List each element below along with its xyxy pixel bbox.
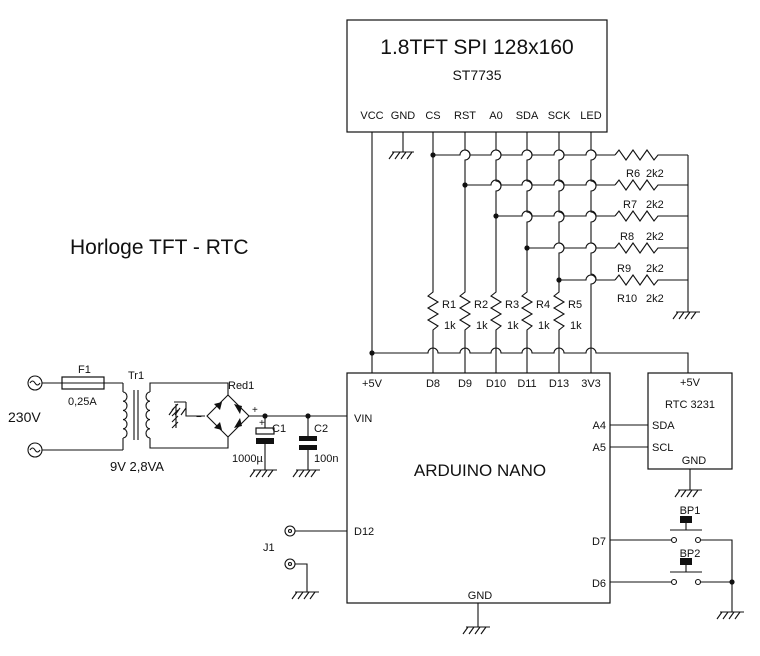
series-resistors: R6 2k2 R7 2k2 R8 2k2 R9 2k2 R10 2k2 [614,149,700,320]
power-supply: 230V F1 0,25A Tr1 9V 2,8VA Red1 − + + C1… [8,364,347,478]
tft-pin-sck: SCK [548,110,571,122]
arduino-pin-d10: D10 [486,378,506,390]
transformer-ref: Tr1 [128,370,144,382]
arduino-pin-d9: D9 [458,378,472,390]
r3-value: 1k [507,320,519,332]
rtc-pin-sda: SDA [652,420,675,432]
fuse-value: 0,25A [68,396,97,408]
arduino-pin-d6: D6 [592,578,606,590]
rtc-pin-vcc: +5V [680,377,701,389]
push-buttons: BP1 BP2 [610,505,744,620]
r8-value: 2k2 [646,231,664,243]
rtc-pin-scl: SCL [652,442,673,454]
rtc-module: +5V RTC 3231 SDA SCL GND [610,372,733,498]
rtc-pin-gnd: GND [682,455,707,467]
arduino-pin-d13: D13 [549,378,569,390]
schematic-title: Horloge TFT - RTC [70,236,249,259]
fuse-ref: F1 [78,364,91,376]
tft-pin-cs: CS [425,110,440,122]
r3-ref: R3 [505,299,519,311]
c2-value: 100n [314,453,338,465]
bridge-minus-mark: − [196,412,202,423]
r9-ref: R9 [617,263,631,275]
r4-ref: R4 [536,299,550,311]
arduino-nano-module: ARDUINO NANO +5V D8 D9 D10 D11 D13 3V3 V… [346,372,611,635]
r6-ref: R6 [626,168,640,180]
r10-value: 2k2 [646,293,664,305]
r1-value: 1k [444,320,456,332]
jack-j1: J1 [263,525,347,600]
j1-label: J1 [263,542,275,554]
transformer-rating: 9V 2,8VA [110,459,164,474]
c1-plus-mark: + [259,418,265,429]
arduino-pin-a5: A5 [593,442,606,454]
r5-ref: R5 [568,299,582,311]
tft-pin-rst: RST [454,110,476,122]
r2-value: 1k [476,320,488,332]
tft-title: 1.8TFT SPI 128x160 [380,36,573,59]
r2-ref: R2 [474,299,488,311]
arduino-pin-d7: D7 [592,536,606,548]
c2-ref: C2 [314,423,328,435]
arduino-pin-5v: +5V [362,378,383,390]
arduino-pin-3v3: 3V3 [581,378,601,390]
arduino-pin-d12: D12 [354,526,374,538]
arduino-pin-vin: VIN [354,413,372,425]
arduino-pin-d8: D8 [426,378,440,390]
bridge-plus-mark: + [252,405,258,416]
tft-pin-a0: A0 [489,110,502,122]
r4-value: 1k [538,320,550,332]
bp1-label: BP1 [680,505,701,517]
rtc-name: RTC 3231 [665,399,715,411]
r9-value: 2k2 [646,263,664,275]
arduino-pin-d11: D11 [517,378,536,390]
arduino-pin-a4: A4 [593,420,606,432]
pulldown-resistors: R1 1k R2 1k R3 1k R4 1k R5 1k [426,155,582,347]
mains-voltage: 230V [8,409,41,425]
r10-ref: R10 [617,293,637,305]
tft-pin-gnd: GND [391,110,416,122]
r8-ref: R8 [620,231,634,243]
arduino-name: ARDUINO NANO [414,461,546,480]
tft-pin-vcc: VCC [360,110,383,122]
tft-controller: ST7735 [452,67,501,83]
tft-pin-sda: SDA [516,110,539,122]
tft-wiring [371,132,615,353]
r1-ref: R1 [442,299,456,311]
arduino-pin-gnd: GND [468,590,493,602]
tft-pin-led: LED [580,110,601,122]
bridge-ref: Red1 [228,380,254,392]
bp2-label: BP2 [680,548,701,560]
tft-display-module: 1.8TFT SPI 128x160 ST7735 VCC GND CS RST… [346,19,608,133]
c1-ref: C1 [272,423,286,435]
r5-value: 1k [570,320,582,332]
supply-rail [369,346,689,373]
r6-value: 2k2 [646,168,664,180]
c1-value: 1000µ [232,453,263,465]
r7-value: 2k2 [646,199,664,211]
r7-ref: R7 [623,199,637,211]
